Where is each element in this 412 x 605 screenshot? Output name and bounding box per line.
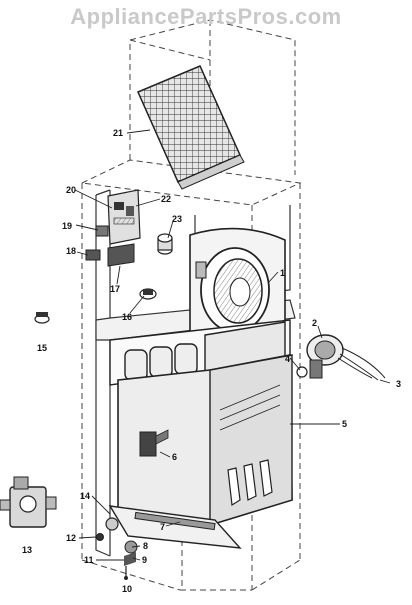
capacitor[interactable] xyxy=(157,233,173,255)
callout-19: 19 xyxy=(62,221,72,231)
callout-10: 10 xyxy=(122,584,132,594)
flame-sensor[interactable] xyxy=(139,429,169,457)
callout-8: 8 xyxy=(143,541,148,551)
control-board[interactable] xyxy=(107,189,141,267)
callout-21: 21 xyxy=(113,128,123,138)
callout-1: 1 xyxy=(280,268,285,278)
callout-12: 12 xyxy=(66,533,76,543)
callout-5: 5 xyxy=(342,419,347,429)
air-filter[interactable] xyxy=(137,65,245,190)
callout-22: 22 xyxy=(161,194,171,204)
rollout-switch[interactable] xyxy=(34,312,50,324)
callout-17: 17 xyxy=(110,284,120,294)
callout-6: 6 xyxy=(172,452,177,462)
callout-15: 15 xyxy=(37,343,47,353)
callout-3: 3 xyxy=(396,379,401,389)
burner-assembly[interactable] xyxy=(105,505,242,549)
heat-exchanger[interactable] xyxy=(117,354,293,526)
leader-lines xyxy=(74,129,391,561)
pressure-switch[interactable] xyxy=(85,225,109,261)
callout-18: 18 xyxy=(66,246,76,256)
callout-23: 23 xyxy=(172,214,182,224)
callout-16: 16 xyxy=(122,312,132,322)
callout-7: 7 xyxy=(160,522,165,532)
gas-valve[interactable] xyxy=(0,476,57,528)
callout-labels: 21 20 22 23 19 18 17 16 1 2 15 4 3 5 6 1… xyxy=(22,128,401,594)
orifice[interactable] xyxy=(96,533,104,541)
callout-14: 14 xyxy=(80,491,90,501)
callout-11: 11 xyxy=(84,555,94,565)
callout-20: 20 xyxy=(66,185,76,195)
watermark: AppliancePartsPros.com xyxy=(70,4,342,29)
callout-2: 2 xyxy=(312,318,317,328)
igniter-parts[interactable] xyxy=(124,540,138,580)
draft-inducer-motor[interactable] xyxy=(296,334,386,381)
callout-13: 13 xyxy=(22,545,32,555)
blower-assembly[interactable] xyxy=(189,227,286,350)
callout-4: 4 xyxy=(285,354,290,364)
callout-9: 9 xyxy=(142,555,147,565)
